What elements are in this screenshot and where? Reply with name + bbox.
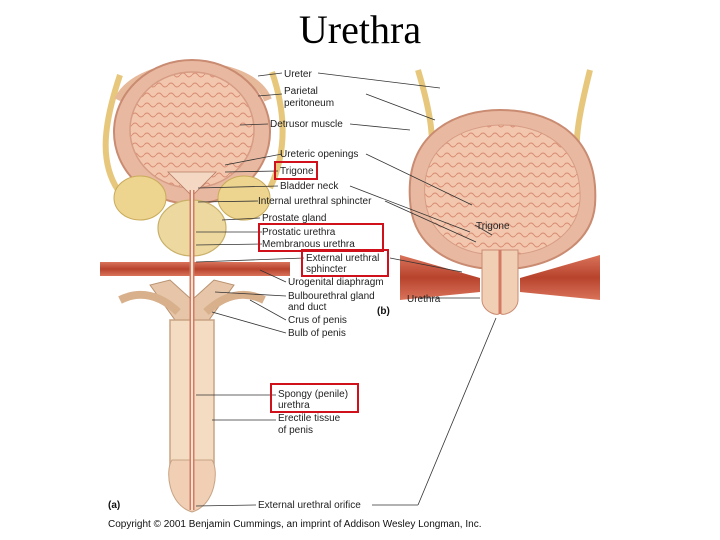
label-detrusor: Detrusor muscle	[270, 119, 343, 130]
label-bulbourethral-2: and duct	[288, 302, 327, 313]
highlight-external-sphincter	[301, 249, 389, 277]
slide-title: Urethra	[298, 7, 422, 52]
label-parietal-1: Parietal	[284, 86, 318, 97]
label-trigone: Trigone	[280, 166, 314, 177]
highlight-trigone	[274, 161, 318, 180]
label-ureter: Ureter	[284, 69, 312, 80]
label-trigone-b: Trigone	[476, 221, 510, 232]
labels: Ureter Parietal peritoneum Detrusor musc…	[108, 69, 510, 530]
label-prostatic-urethra: Prostatic urethra	[262, 227, 336, 238]
leader-lines	[195, 72, 497, 507]
label-ureteric-openings: Ureteric openings	[280, 149, 358, 160]
panel-b-illustration	[400, 69, 600, 315]
label-bladder-neck: Bladder neck	[280, 181, 339, 192]
panel-label-b: (b)	[377, 306, 390, 317]
label-external-sphincter-1: External urethral	[306, 253, 379, 264]
label-bulbourethral-1: Bulbourethral gland	[288, 291, 375, 302]
label-urogenital-diaphragm: Urogenital diaphragm	[288, 277, 384, 288]
label-parietal-2: peritoneum	[284, 98, 334, 109]
highlight-boxes	[258, 161, 389, 413]
label-internal-sphincter: Internal urethral sphincter	[258, 196, 372, 207]
panel-a-illustration	[100, 59, 290, 513]
highlight-spongy-urethra	[270, 383, 359, 413]
label-spongy-2: urethra	[278, 400, 310, 411]
label-urethra-b: Urethra	[407, 294, 441, 305]
copyright-caption: Copyright © 2001 Benjamin Cummings, an i…	[108, 519, 481, 530]
label-external-orifice: External urethral orifice	[258, 500, 361, 511]
panel-label-a: (a)	[108, 500, 120, 511]
label-prostate-gland: Prostate gland	[262, 213, 327, 224]
label-spongy-1: Spongy (penile)	[278, 389, 348, 400]
label-bulb: Bulb of penis	[288, 328, 346, 339]
label-erectile-1: Erectile tissue	[278, 413, 341, 424]
label-external-sphincter-2: sphincter	[306, 264, 347, 275]
label-erectile-2: of penis	[278, 425, 313, 436]
label-crus: Crus of penis	[288, 315, 347, 326]
label-membranous-urethra: Membranous urethra	[262, 239, 355, 250]
